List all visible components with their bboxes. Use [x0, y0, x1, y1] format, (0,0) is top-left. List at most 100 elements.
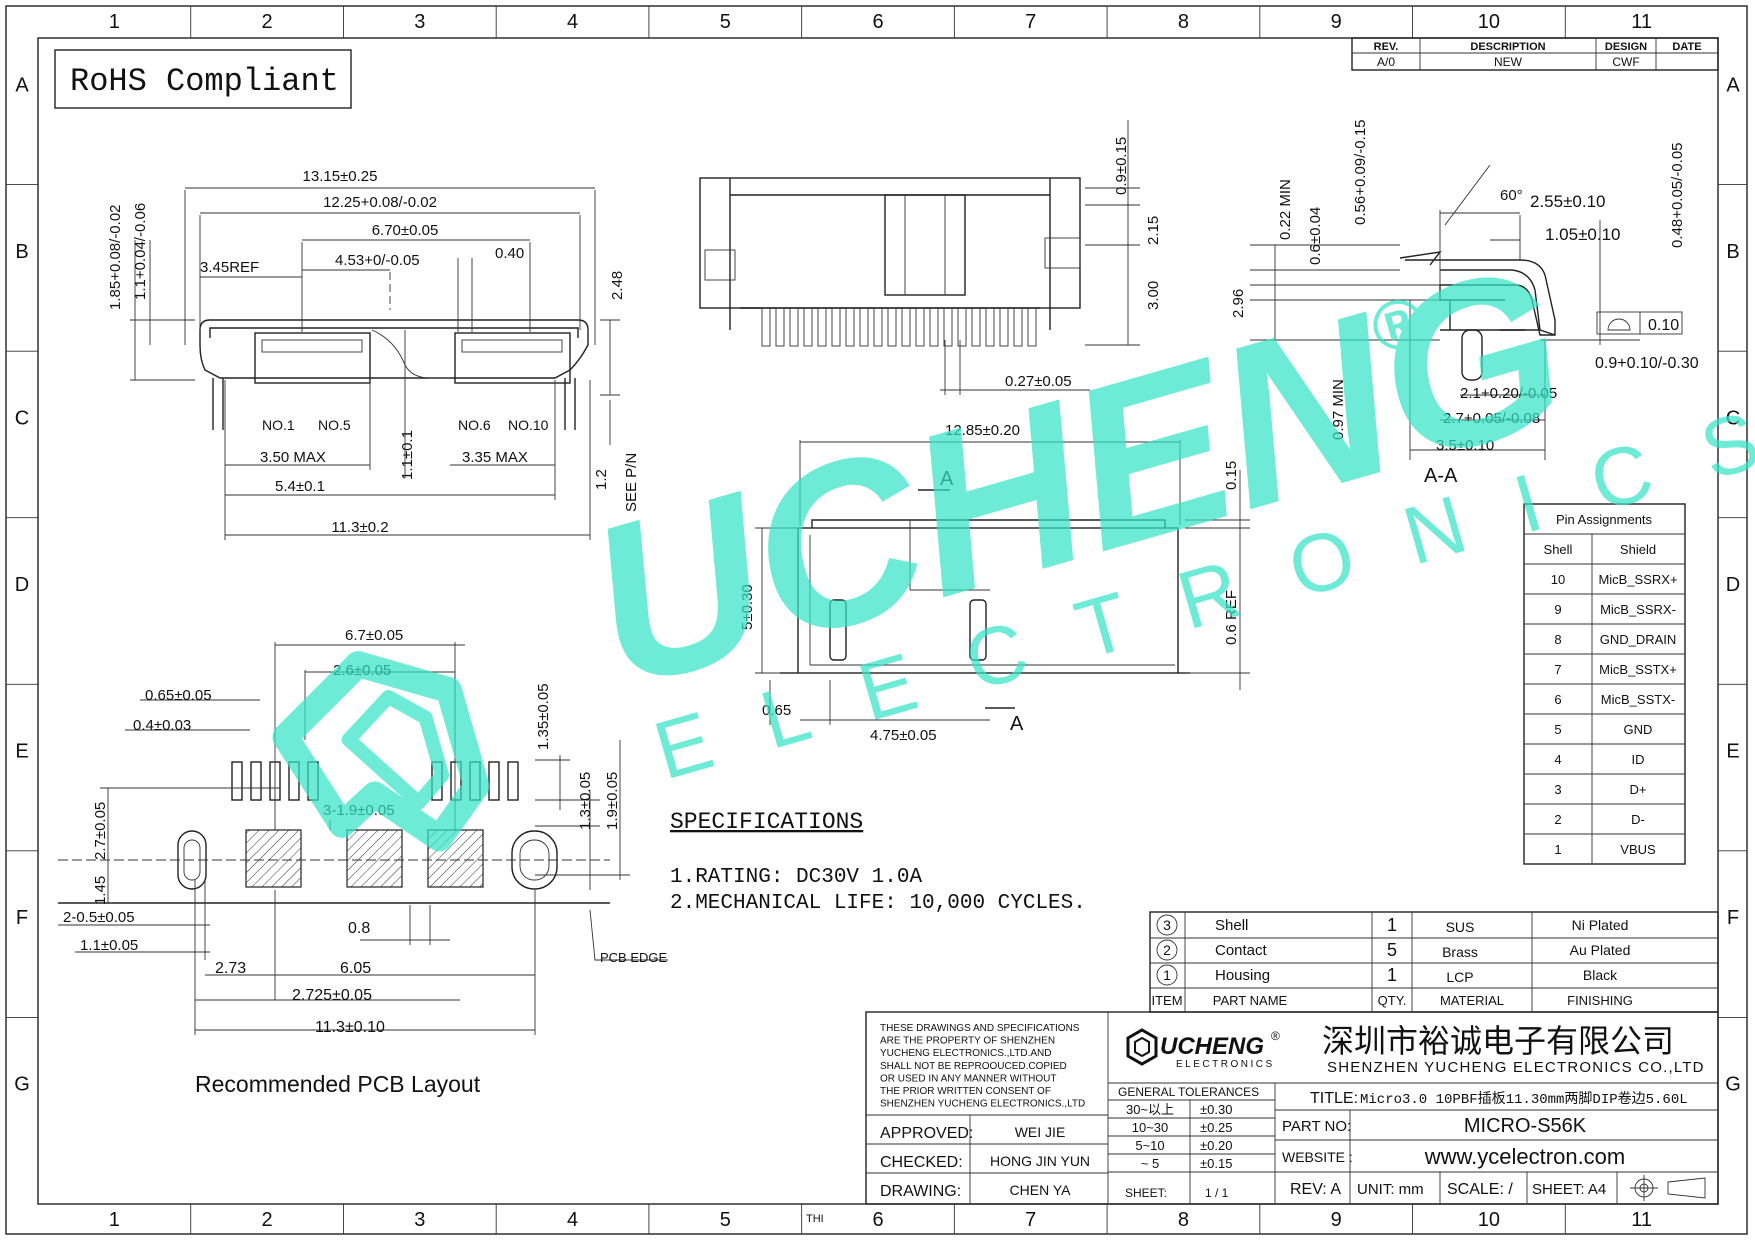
- rohs-box: [54, 49, 352, 109]
- dim-0-40: 0.40: [495, 245, 524, 262]
- contact-pin: [985, 307, 995, 347]
- dim-0-8: 0.8: [348, 920, 370, 937]
- pin-number: 1: [1554, 842, 1561, 857]
- sheet-label: SHEET:: [1125, 1186, 1167, 1200]
- rev-value: A/0: [1377, 55, 1395, 69]
- dim-1-45: 1.45: [92, 876, 109, 905]
- pin-number: 10: [1551, 572, 1565, 587]
- dim-1-35: 1.35±0.05: [535, 683, 552, 750]
- contact-pin: [957, 307, 967, 347]
- dim-3-45ref: 3.45REF: [200, 259, 259, 276]
- dim-12-25: 12.25+0.08/-0.02: [323, 194, 437, 211]
- bom-finishing: Ni Plated: [1572, 917, 1629, 933]
- pin-header-shell: Shell: [1544, 542, 1573, 557]
- grid-row-label: D: [15, 574, 29, 596]
- title-value: Micro3.0 10PBF插板11.30mm两脚DIP卷边5.60L: [1360, 1091, 1688, 1108]
- bom-item: 3: [1163, 917, 1171, 933]
- grid-row-label: A: [15, 74, 29, 96]
- grid-row-label: E: [15, 741, 28, 763]
- contact-pin: [929, 307, 939, 347]
- contact-pin: [915, 307, 925, 347]
- grid-col-label: 7: [1025, 11, 1036, 33]
- notice-line: THE PRIOR WRITTEN CONSENT OF: [880, 1086, 1051, 1097]
- tolerance-range: ~ 5: [1141, 1156, 1159, 1171]
- smd-pad: [507, 761, 519, 801]
- grid-row-label: F: [1727, 907, 1739, 929]
- tolerance-range: 5~10: [1135, 1138, 1164, 1153]
- rev-header: REV.: [1374, 41, 1399, 53]
- contact-pin: [845, 307, 855, 347]
- bom-finishing: Au Plated: [1570, 942, 1631, 958]
- section-arrow-a-bottom: A: [1010, 713, 1024, 735]
- pin-number: 2: [1554, 812, 1561, 827]
- bom-qty: 1: [1387, 915, 1397, 935]
- grid-col-label: 5: [720, 11, 731, 33]
- section-label-aa: A-A: [1424, 465, 1458, 487]
- grid-col-label: 9: [1331, 1209, 1342, 1231]
- tolerance-range: 30~以上: [1126, 1102, 1174, 1117]
- tolerance-value: ±0.20: [1200, 1138, 1232, 1153]
- grid-row-label: G: [1725, 1074, 1741, 1096]
- pin-signal: D+: [1630, 782, 1647, 797]
- grid-col-label: 8: [1178, 11, 1189, 33]
- grid-row-label: F: [16, 907, 28, 929]
- grid-row-label: D: [1726, 574, 1740, 596]
- contact-pin: [859, 307, 869, 347]
- dim-0-27: 0.27±0.05: [1005, 373, 1072, 390]
- company-name-en: SHENZHEN YUCHENG ELECTRONICS CO.,LTD: [1327, 1059, 1705, 1076]
- dim-0-48: 0.48+0.05/-0.05: [1669, 142, 1686, 248]
- contact-pin: [1027, 307, 1037, 347]
- notice-line: SHENZHEN YUCHENG ELECTRONICS.,LTD: [880, 1099, 1085, 1110]
- dim-1-1-pcb: 1.1±0.05: [80, 937, 138, 954]
- dim-11-3-pcb: 11.3±0.10: [315, 1019, 385, 1036]
- description-value: NEW: [1494, 55, 1523, 69]
- label-no1: NO.1: [262, 417, 295, 433]
- top-view: 0.9±0.15 2.15 3.00 0.27±0.05: [699, 120, 1162, 395]
- bom-header-material: MATERIAL: [1440, 993, 1504, 1008]
- pin-table-title: Pin Assignments: [1556, 512, 1653, 527]
- item-balloon: [1156, 964, 1178, 986]
- dim-1-2: 1.2: [593, 469, 610, 490]
- side-view: 12.85±0.20 A 0.15 5±0.30 0.6 REF 0.65 4.…: [739, 422, 1250, 744]
- contact-pin: [971, 307, 981, 347]
- dim-3-50max: 3.50 MAX: [260, 449, 326, 466]
- dim-2-7-pcb: 2.7±0.05: [92, 802, 109, 860]
- contact-pin: [873, 307, 883, 347]
- pin-number: 6: [1554, 692, 1561, 707]
- bom-item: 1: [1163, 967, 1171, 983]
- dim-13-15: 13.15±0.25: [303, 168, 378, 185]
- pin-number: 8: [1554, 632, 1561, 647]
- grid-col-label: 3: [414, 1209, 425, 1231]
- contact-pin: [761, 307, 771, 347]
- company-name-cn: 深圳市裕诚电子有限公司: [1322, 1023, 1674, 1059]
- contact-pin: [831, 307, 841, 347]
- title-label: TITLE:: [1310, 1090, 1358, 1107]
- notice-line: YUCHENG ELECTRONICS.,LTD.AND: [880, 1048, 1052, 1059]
- label-no5: NO.5: [318, 417, 351, 433]
- flatness-0-10: 0.10: [1648, 317, 1679, 334]
- grid-col-label: 11: [1631, 1209, 1652, 1231]
- dim-1-1-0-1: 1.1±0.1: [399, 430, 416, 480]
- pin-number: 7: [1554, 662, 1561, 677]
- rohs-label: RoHS Compliant: [70, 63, 339, 100]
- design-value: CWF: [1612, 55, 1639, 69]
- tolerance-value: ±0.30: [1200, 1102, 1232, 1117]
- contact-pin: [999, 307, 1009, 347]
- website-label: WEBSITE :: [1282, 1149, 1353, 1165]
- contact-pin: [817, 307, 827, 347]
- contact-pin: [901, 307, 911, 347]
- pin-signal: ID: [1632, 752, 1645, 767]
- company-logo: UCHENG ® ELECTRONICS: [1126, 1028, 1280, 1070]
- grid-row-label: E: [1726, 741, 1739, 763]
- bom-header-item: ITEM: [1151, 993, 1182, 1008]
- watermark: UCHENG ® ELECTRONICS: [272, 215, 1755, 852]
- dim-0-65: 0.65: [762, 702, 791, 719]
- contact-pin: [943, 307, 953, 347]
- scale-field: SCALE: /: [1447, 1181, 1513, 1198]
- grid-col-label: 5: [720, 1209, 731, 1231]
- dim-2-96: 2.96: [1230, 289, 1247, 318]
- dim-3-35max: 3.35 MAX: [462, 449, 528, 466]
- pin-number: 9: [1554, 602, 1561, 617]
- checked-label: CHECKED:: [880, 1154, 963, 1171]
